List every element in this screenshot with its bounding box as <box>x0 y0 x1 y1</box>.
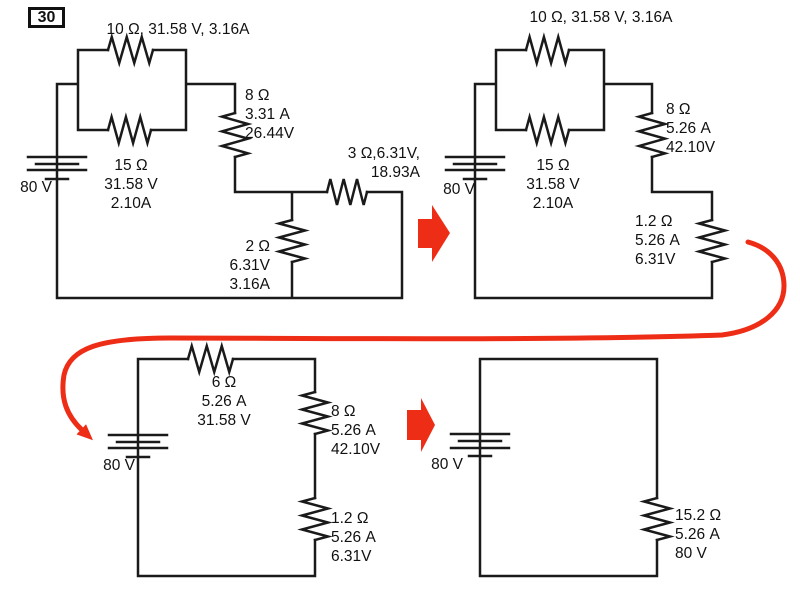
c3-resistor-6-label: 6 Ω 5.26 A 31.58 V <box>197 374 251 429</box>
resistor-2-ohm <box>274 218 310 264</box>
c1-resistor-10-label: 10 Ω, 31.58 V, 3.16A <box>106 21 250 38</box>
circuit-1-wires <box>55 48 404 300</box>
resistor-10-ohm <box>524 32 571 68</box>
circuit-3-wires <box>136 357 317 578</box>
circuit-4-wires <box>478 357 659 578</box>
battery-symbol <box>449 432 511 458</box>
c3-resistor-8-label: 8 Ω 5.26 A 42.10V <box>331 403 381 458</box>
c1-battery-label: 80 V <box>20 179 52 196</box>
battery-symbol <box>26 155 88 181</box>
resistor-15-ohm <box>524 112 571 148</box>
resistor-3-ohm <box>325 178 369 206</box>
c4-resistor-15-2-label: 15.2 Ω 5.26 A 80 V <box>675 507 722 562</box>
right-arrow-icon <box>418 205 450 262</box>
c3-resistor-1-2-label: 1.2 Ω 5.26 A 6.31V <box>331 510 376 565</box>
c2-resistor-10-label: 10 Ω, 31.58 V, 3.16A <box>529 9 673 26</box>
circuit-1-original <box>26 32 404 300</box>
circuit-3-series <box>107 341 333 578</box>
c2-resistor-1-2-label: 1.2 Ω 5.26 A 6.31V <box>635 213 680 268</box>
resistor-15-ohm <box>106 112 153 148</box>
c2-resistor-15-label: 15 Ω 31.58 V 2.10A <box>526 157 580 212</box>
circuit-2-wires <box>473 48 714 300</box>
c1-resistor-2-label: 2 Ω 6.31V 3.16A <box>229 238 270 293</box>
resistor-15-2-ohm <box>639 496 675 542</box>
curved-arrow-icon <box>60 239 787 441</box>
resistor-8-ohm <box>217 111 253 159</box>
circuit-4-equivalent <box>449 357 675 578</box>
battery-symbol <box>444 155 506 181</box>
c2-battery-label: 80 V <box>443 181 475 198</box>
right-arrow-icon <box>407 398 435 452</box>
c1-resistor-15-label: 15 Ω 31.58 V 2.10A <box>104 157 158 212</box>
resistor-10-ohm <box>106 32 155 68</box>
battery-symbol <box>107 433 169 459</box>
c1-resistor-3-label: 3 Ω,6.31V, 18.93A <box>347 145 420 181</box>
resistor-1-2-ohm <box>694 218 730 264</box>
resistor-1-2-ohm <box>297 496 333 542</box>
resistor-6-ohm <box>186 341 235 377</box>
resistor-8-ohm <box>297 390 333 436</box>
c1-resistor-8-label: 8 Ω 3.31 A 26.44V <box>245 87 295 142</box>
problem-number-badge: 30 <box>28 7 65 28</box>
c4-battery-label: 80 V <box>431 456 463 473</box>
c2-resistor-8-label: 8 Ω 5.26 A 42.10V <box>666 101 716 156</box>
resistor-8-ohm <box>634 111 670 159</box>
circuit-2-reduced <box>444 32 730 300</box>
c3-battery-label: 80 V <box>103 457 135 474</box>
reduction-flow-arrows <box>60 205 787 452</box>
